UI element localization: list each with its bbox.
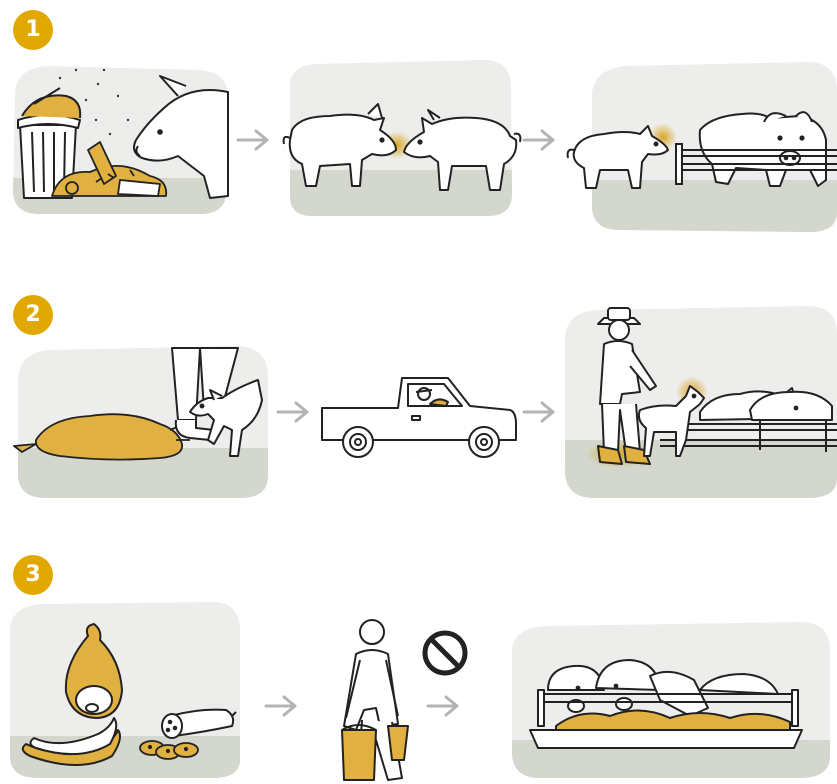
arrow-3b bbox=[428, 697, 457, 715]
panel-pigs-meeting bbox=[280, 55, 520, 225]
arrow-1a bbox=[238, 131, 267, 149]
panel-pigs-feeding bbox=[505, 615, 837, 784]
arrow-2a bbox=[278, 403, 307, 421]
prohibited-icon bbox=[425, 633, 465, 673]
arrow-3a bbox=[266, 697, 295, 715]
pickup-truck-icon bbox=[322, 378, 516, 457]
panel-pig-at-farm bbox=[568, 55, 837, 240]
person-with-buckets-icon bbox=[342, 620, 408, 780]
panel-dead-boar bbox=[10, 340, 280, 505]
arrow-2b bbox=[524, 403, 553, 421]
panel-pork-products bbox=[0, 595, 250, 784]
panel-garbage-pig bbox=[0, 60, 240, 220]
panel-farmer-dog bbox=[560, 300, 837, 505]
arrow-1b bbox=[524, 131, 553, 149]
